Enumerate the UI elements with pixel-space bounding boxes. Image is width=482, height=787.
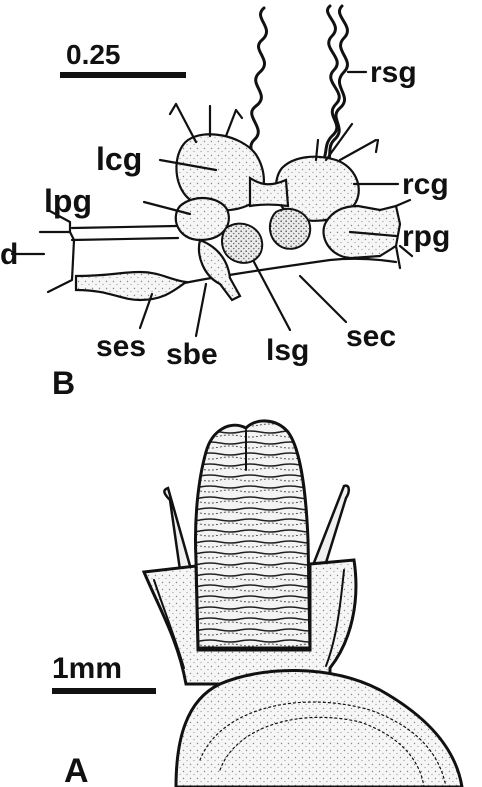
panel-b: 0.25: [0, 6, 450, 401]
scale-bar-b: [60, 72, 186, 78]
right-salivary-duct: [318, 6, 339, 168]
scale-bar-b-label: 0.25: [66, 39, 121, 70]
right-buccal-ganglion: [270, 209, 310, 249]
left-salivary-duct: [251, 8, 267, 168]
label-rpg: rpg: [402, 220, 450, 253]
label-rsg: rsg: [370, 56, 417, 89]
ses-body: [76, 272, 186, 300]
cerebral-commissure: [250, 178, 288, 206]
lpg-connective: [72, 226, 178, 240]
left-pedal-ganglion: [176, 198, 229, 240]
panel-b-label: B: [52, 365, 75, 401]
scale-bar-a: [52, 688, 156, 694]
label-sec: sec: [346, 320, 396, 353]
left-buccal-ganglion: [222, 224, 262, 263]
label-d: d: [0, 238, 18, 271]
label-sbe: sbe: [166, 338, 218, 371]
foot: [176, 670, 462, 787]
panel-a-label: A: [64, 752, 89, 787]
scale-bar-a-label: 1mm: [52, 652, 122, 685]
d-bracket: [40, 210, 74, 292]
label-lpg: lpg: [44, 183, 92, 219]
label-ses: ses: [96, 330, 146, 363]
suboesophageal-commissure: [154, 259, 396, 290]
label-lcg: lcg: [96, 141, 142, 177]
label-lsg: lsg: [266, 334, 309, 367]
panel-a: 1mm A: [52, 421, 462, 787]
label-rcg: rcg: [402, 168, 449, 201]
proboscis: [195, 421, 310, 648]
